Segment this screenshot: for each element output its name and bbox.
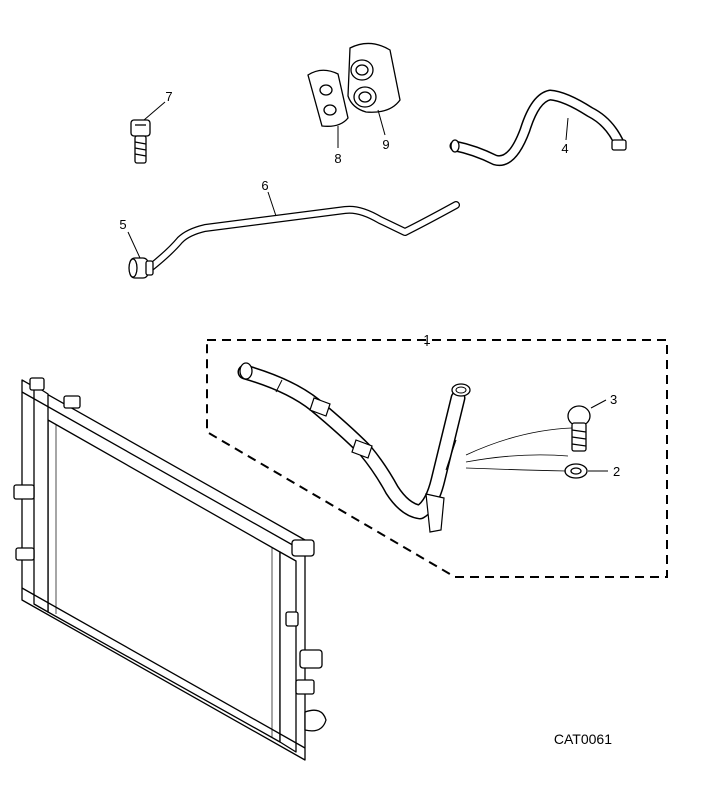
washer-part-2 — [564, 463, 588, 479]
fixing-guide-lines — [465, 427, 573, 472]
coolant-pipe-part-1 — [237, 362, 471, 533]
hose-part-4 — [449, 89, 627, 167]
leader-line-5 — [127, 231, 141, 259]
leader-line-7 — [143, 101, 166, 121]
bolt-part-3 — [567, 405, 591, 452]
leader-line-4 — [565, 117, 569, 141]
grommet-part-9 — [347, 42, 401, 113]
callout-label-4: 4 — [561, 141, 568, 156]
callout-label-9: 9 — [382, 137, 389, 152]
end-fitting-part-5 — [128, 257, 154, 279]
leader-line-3 — [590, 399, 607, 409]
radiator — [13, 377, 327, 761]
bolt-part-7 — [130, 119, 151, 164]
leader-line-9 — [377, 109, 386, 136]
grommet-plate-part-8 — [307, 69, 349, 127]
callout-label-5: 5 — [119, 217, 126, 232]
catalog-code: CAT0061 — [554, 731, 612, 747]
kit-boundary-dashed — [206, 339, 668, 578]
callout-label-2: 2 — [613, 464, 620, 479]
callout-label-7: 7 — [165, 89, 172, 104]
callout-label-1: 1 — [423, 332, 430, 347]
pipe-part-6 — [146, 201, 460, 272]
leader-line-6 — [267, 191, 277, 217]
callout-label-8: 8 — [334, 151, 341, 166]
callout-label-6: 6 — [261, 178, 268, 193]
callout-label-3: 3 — [610, 392, 617, 407]
